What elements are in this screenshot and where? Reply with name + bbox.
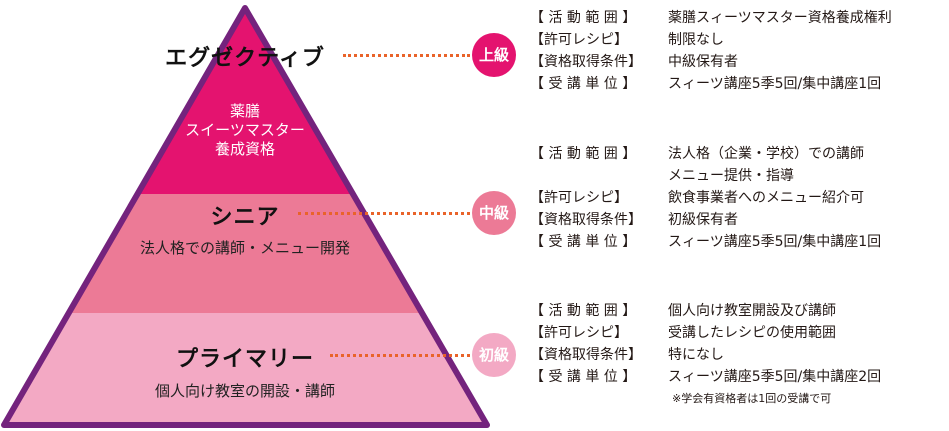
info-value: スィーツ講座5季5回/集中講座2回	[668, 369, 882, 385]
info-row: 【 活 動 範 囲 】 個人向け教室開設及び講師	[530, 300, 881, 322]
info-key: 【 受 講 単 位 】	[530, 76, 637, 92]
info-upper: 【 活 動 範 囲 】薬膳スィーツマスター資格養成権利 【許可レシピ】制限なし …	[530, 7, 892, 95]
info-value: 薬膳スィーツマスター資格養成権利	[668, 10, 892, 26]
info-key: 【資格取得条件】	[530, 347, 642, 363]
info-key: 【 活 動 範 囲 】	[530, 146, 637, 162]
tier-executive-band	[4, 8, 487, 194]
pyramid-outline	[1, 5, 490, 428]
info-key: 【許可レシピ】	[530, 190, 628, 206]
info-note: ※学会有資格者は1回の受講で可	[672, 392, 832, 405]
info-row: 【 受 講 単 位 】 スィーツ講座5季5回/集中講座2回	[530, 366, 881, 388]
info-value: メニュー提供・指導	[668, 168, 794, 184]
info-value: 初級保有者	[668, 212, 738, 228]
tier-primary-title: プライマリー	[175, 347, 314, 372]
info-value: 個人向け教室開設及び講師	[668, 303, 836, 319]
tier-executive-desc-line: 養成資格	[214, 140, 275, 158]
info-key: 【 活 動 範 囲 】	[530, 303, 637, 319]
info-row: 【許可レシピ】 受講したレシピの使用範囲	[530, 322, 881, 344]
info-value: 飲食事業者へのメニュー紹介可	[668, 190, 864, 206]
tier-senior-title: シニア	[210, 205, 280, 230]
info-key: 【資格取得条件】	[530, 212, 642, 228]
info-row: 【資格取得条件】 中級保有者	[530, 51, 892, 73]
info-row: 【許可レシピ】 飲食事業者へのメニュー紹介可	[530, 187, 881, 209]
connector-upper	[343, 54, 470, 57]
badge-lower: 初級	[472, 333, 516, 377]
info-lower: 【 活 動 範 囲 】 個人向け教室開設及び講師 【許可レシピ】 受講したレシピの使…	[530, 300, 881, 410]
badge-upper: 上級	[472, 33, 516, 77]
info-key: 【許可レシピ】	[530, 325, 628, 341]
tier-primary-band	[4, 313, 487, 425]
info-middle: 【 活 動 範 囲 】 法人格（企業・学校）での講師 メニュー提供・指導 【許可レ…	[530, 143, 881, 253]
info-row: 【 活 動 範 囲 】 法人格（企業・学校）での講師	[530, 143, 881, 165]
info-row: 【資格取得条件】 初級保有者	[530, 209, 881, 231]
tier-senior: シニア	[95, 199, 395, 231]
info-key: 【 受 講 単 位 】	[530, 369, 637, 385]
tier-executive-desc-line: 薬膳	[229, 102, 260, 120]
info-value: 制限なし	[668, 32, 724, 48]
connector-middle	[298, 212, 470, 215]
tier-executive: エグゼクティブ	[95, 40, 395, 72]
info-value: スィーツ講座5季5回/集中講座1回	[668, 234, 882, 250]
info-row: 【 受 講 単 位 】 スィーツ講座5季5回/集中講座1回	[530, 231, 881, 253]
info-row: 【 活 動 範 囲 】 薬膳スィーツマスター資格養成権利	[530, 7, 892, 29]
info-row: 【 受 講 単 位 】 スィーツ講座5季5回/集中講座1回	[530, 73, 892, 95]
info-key: 【 活 動 範 囲 】	[530, 10, 637, 26]
tier-senior-desc-wrap: 法人格での講師・メニュー開発	[95, 237, 395, 258]
info-value: 法人格（企業・学校）での講師	[668, 146, 864, 162]
tier-primary-desc: 個人向け教室の開設・講師	[154, 382, 335, 400]
tier-primary: プライマリー	[95, 341, 395, 373]
info-key: 【許可レシピ】	[530, 32, 628, 48]
info-value: 受講したレシピの使用範囲	[668, 325, 836, 341]
info-row: 【資格取得条件】 特になし	[530, 344, 881, 366]
connector-lower	[330, 354, 470, 357]
tier-executive-desc: 薬膳 スイーツマスター 養成資格	[95, 102, 395, 159]
info-row: メニュー提供・指導	[530, 165, 881, 187]
badge-middle: 中級	[472, 191, 516, 235]
info-key: 【資格取得条件】	[530, 54, 642, 70]
info-key	[530, 165, 668, 187]
info-value: 特になし	[668, 347, 724, 363]
info-value: 中級保有者	[668, 54, 738, 70]
tier-primary-desc-wrap: 個人向け教室の開設・講師	[95, 380, 395, 401]
info-value: スィーツ講座5季5回/集中講座1回	[668, 76, 882, 92]
tier-senior-desc: 法人格での講師・メニュー開発	[139, 239, 350, 257]
tier-executive-title: エグゼクティブ	[165, 46, 325, 71]
tier-executive-desc-line: スイーツマスター	[185, 121, 305, 139]
info-key: 【 受 講 単 位 】	[530, 234, 637, 250]
info-row: 【許可レシピ】 制限なし	[530, 29, 892, 51]
